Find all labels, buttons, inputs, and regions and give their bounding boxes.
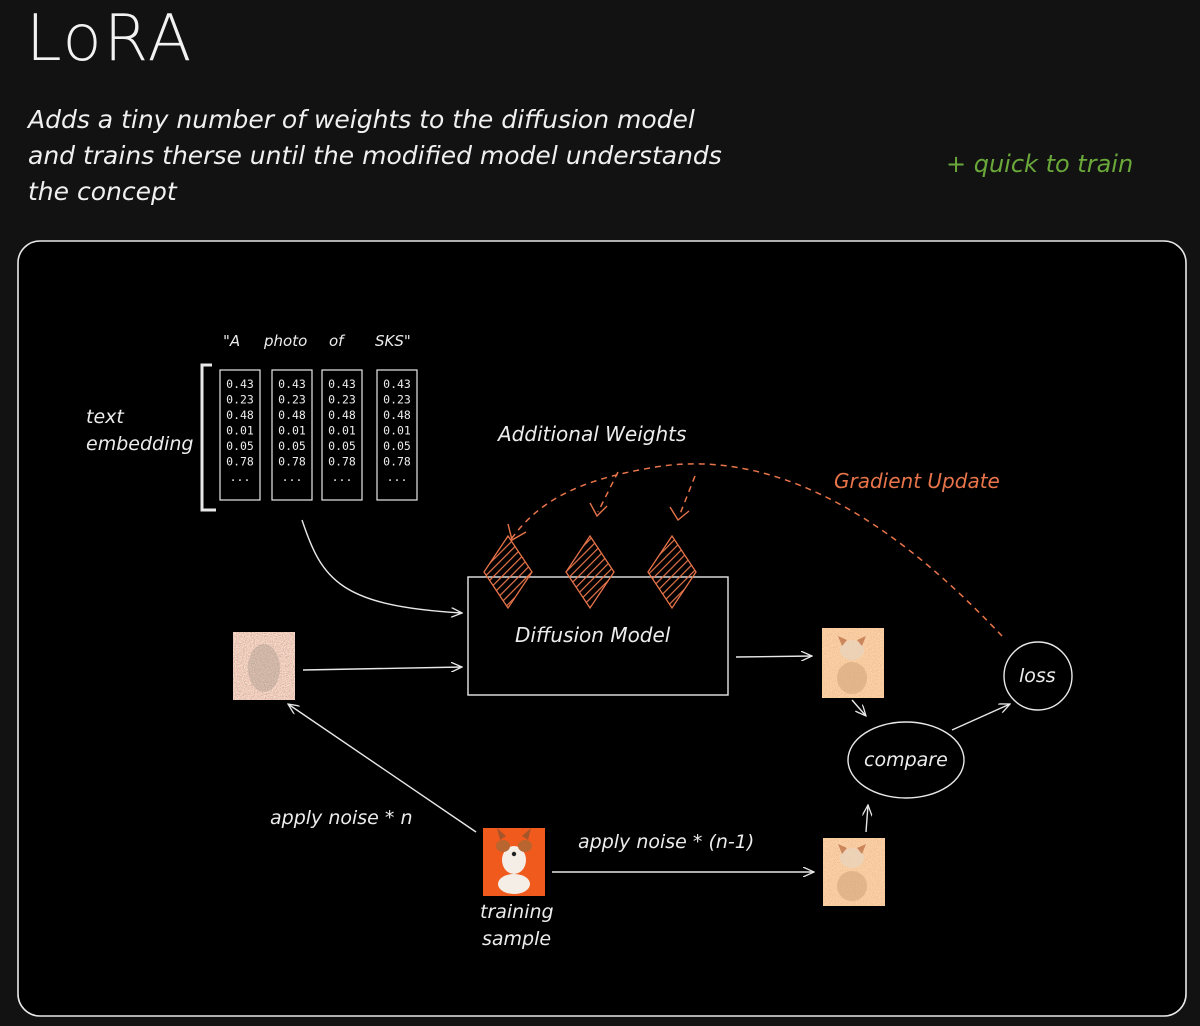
apply-noise-n-arrow — [288, 704, 477, 833]
description-line: and trains therse until the modified mod… — [28, 141, 722, 170]
output-to-compare-arrow — [851, 699, 866, 716]
apply-noise-n-label: apply noise * n — [270, 807, 412, 829]
hatched-diamond-icon — [483, 534, 533, 610]
embedding-column — [271, 369, 313, 501]
gradient-arrow — [679, 475, 696, 515]
embedding-value: ... — [332, 470, 353, 484]
embedding-value: 0.05 — [226, 439, 254, 453]
compare-node — [847, 721, 965, 799]
embedding-value: 0.43 — [383, 377, 411, 391]
embedding-value: 0.01 — [226, 424, 254, 438]
embedding-value: 0.23 — [383, 393, 411, 407]
token-label: photo — [263, 332, 307, 350]
corgi-photo-icon — [483, 828, 545, 896]
target-to-compare-arrow — [866, 805, 868, 833]
embedding-value: ... — [387, 470, 408, 484]
embedding-value: 0.05 — [383, 439, 411, 453]
compare-label: compare — [864, 749, 948, 771]
text-embedding-label: text — [86, 406, 125, 428]
embedding-value: 0.23 — [328, 393, 356, 407]
embedding-value: 0.78 — [278, 455, 306, 469]
page-title: LoRA — [26, 2, 194, 76]
loss-label: loss — [1019, 665, 1056, 687]
matrix-bracket — [200, 363, 216, 512]
embedding-value: 0.78 — [226, 455, 254, 469]
embedding-value: 0.23 — [278, 393, 306, 407]
target-image — [823, 838, 885, 906]
gradient-arrow-head — [507, 523, 527, 542]
apply-noise-n-minus-1-label: apply noise * (n-1) — [578, 831, 754, 853]
embedding-column — [219, 369, 261, 501]
embedding-value: 0.05 — [328, 439, 356, 453]
embedding-value: 0.43 — [328, 377, 356, 391]
embedding-value: 0.01 — [383, 424, 411, 438]
diagram-frame — [17, 240, 1187, 1017]
diffusion-model-label: Diffusion Model — [515, 623, 671, 647]
hatched-diamond-icon — [647, 534, 697, 610]
embedding-columns: 0.430.230.480.010.050.78...0.430.230.480… — [219, 369, 418, 501]
embedding-value: 0.48 — [328, 408, 356, 422]
additional-weights — [483, 534, 697, 610]
embedding-value: 0.05 — [278, 439, 306, 453]
description: Adds a tiny number of weights to the dif… — [28, 102, 828, 210]
model-to-output-arrow — [735, 656, 812, 657]
training-sample-label: training — [480, 901, 554, 923]
hatched-diamond-icon — [565, 534, 615, 610]
token-label: of — [329, 332, 346, 350]
embedding-to-model-arrow — [301, 519, 462, 613]
gradient-update-path — [511, 463, 1003, 637]
gradient-arrow-head — [669, 506, 690, 522]
noisy-image-icon — [233, 632, 295, 700]
embedding-value: 0.43 — [226, 377, 254, 391]
noise-to-model-arrow — [302, 667, 462, 670]
predicted-image — [822, 628, 884, 698]
text-embedding-label: embedding — [86, 433, 193, 455]
embedding-value: ... — [282, 470, 303, 484]
embedding-value: 0.43 — [278, 377, 306, 391]
pro-note: + quick to train — [946, 150, 1134, 178]
embedding-value: 0.48 — [278, 408, 306, 422]
embedding-value: 0.78 — [328, 455, 356, 469]
embedding-value: 0.48 — [383, 408, 411, 422]
embedding-value: ... — [230, 470, 251, 484]
training-sample-label: sample — [482, 928, 551, 950]
additional-weights-label: Additional Weights — [496, 422, 686, 446]
gradient-update-label: Gradient Update — [834, 469, 1000, 493]
token-label: "A — [223, 332, 240, 350]
description-line: Adds a tiny number of weights to the dif… — [28, 105, 695, 134]
embedding-value: 0.01 — [328, 424, 356, 438]
loss-node — [1003, 641, 1073, 711]
compare-to-loss-arrow — [951, 704, 1010, 731]
embedding-value: 0.01 — [278, 424, 306, 438]
embedding-value: 0.23 — [226, 393, 254, 407]
embedding-value: 0.48 — [226, 408, 254, 422]
description-line: the concept — [28, 177, 177, 206]
gradient-arrow — [597, 471, 619, 513]
token-label: SKS" — [375, 332, 411, 350]
token-labels: "A photo of SKS" — [223, 332, 411, 350]
gradient-arrow-head — [589, 502, 608, 518]
embedding-column — [321, 369, 363, 501]
embedding-column — [376, 369, 418, 501]
embedding-value: 0.78 — [383, 455, 411, 469]
